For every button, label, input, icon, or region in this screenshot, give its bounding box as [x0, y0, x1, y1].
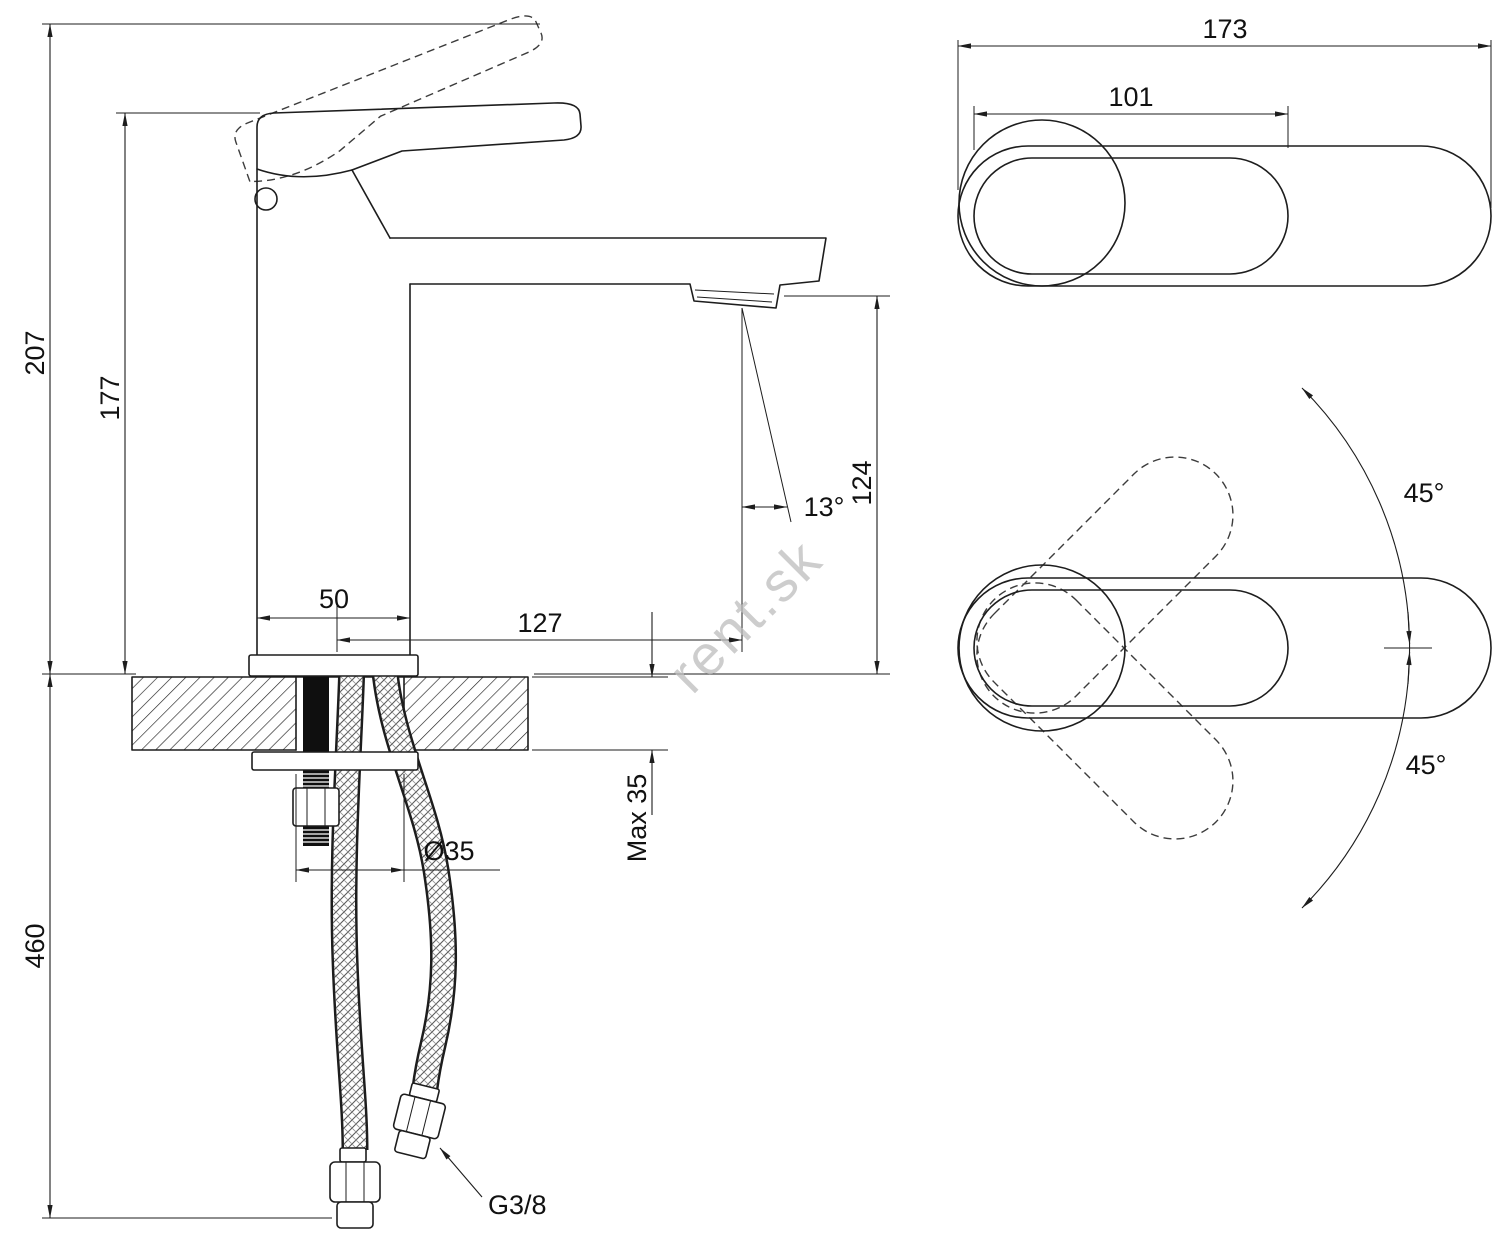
- dim-handle-length-label: 101: [1108, 82, 1153, 112]
- handle-swivel-up-dashed: [976, 456, 1234, 714]
- dim-stream-angle-label: 13°: [804, 492, 845, 522]
- dim-hose-length-label: 460: [20, 923, 50, 968]
- spout: [389, 237, 827, 309]
- stream-angle-line: [741, 307, 792, 523]
- swivel-view: 45° 45°: [957, 387, 1492, 909]
- dimensions-side: 207 177 460 50 127 124 13° Max 35 Ø35 G3…: [20, 23, 890, 1220]
- countertop-section: [131, 676, 529, 751]
- handle-lever: [256, 102, 582, 178]
- dim-swivel-up-label: 45°: [1404, 478, 1445, 508]
- body-circle-top: [958, 119, 1126, 287]
- side-view: 207 177 460 50 127 124 13° Max 35 Ø35 G3…: [20, 15, 890, 1229]
- supply-hoses: [330, 660, 458, 1151]
- dim-base-width-label: 50: [319, 584, 349, 614]
- dim-total-height-label: 207: [20, 330, 50, 375]
- dim-body-height-label: 177: [95, 375, 125, 420]
- dim-thread-label: G3/8: [488, 1190, 547, 1220]
- mounting-washer: [251, 751, 419, 771]
- dim-spout-reach-label: 127: [517, 608, 562, 638]
- top-view: 173 101: [957, 14, 1492, 287]
- base-plate: [248, 654, 419, 677]
- watermark: rent.sk: [656, 526, 834, 704]
- hose-fittings: [329, 1082, 447, 1229]
- body-circle-swivel: [958, 564, 1126, 732]
- dim-total-length-label: 173: [1202, 14, 1247, 44]
- dim-spout-height-label: 124: [847, 460, 877, 505]
- mounting-nut: [292, 787, 340, 827]
- handle-outline-top: [973, 157, 1289, 275]
- mounting-hardware: [251, 751, 419, 843]
- handle-swivel-down-dashed: [976, 582, 1234, 840]
- handle-outline-swivel: [973, 589, 1289, 707]
- dim-swivel-down-label: 45°: [1406, 750, 1447, 780]
- dim-deck-thickness-label: Max 35: [622, 774, 652, 863]
- hose-left: [330, 661, 369, 1151]
- fitting-bottom: [329, 1147, 381, 1229]
- fitting-side: [392, 1082, 447, 1160]
- spout-outline-top: [957, 145, 1492, 287]
- faucet-body: [254, 102, 827, 656]
- handle-pivot-screw: [254, 187, 278, 211]
- handle-raised-dashed: [234, 15, 543, 183]
- hose-right: [370, 660, 458, 1090]
- dim-hole-diameter-label: Ø35: [423, 836, 474, 866]
- spout-outline-swivel: [957, 577, 1492, 719]
- g38-leader-line: [439, 1147, 483, 1198]
